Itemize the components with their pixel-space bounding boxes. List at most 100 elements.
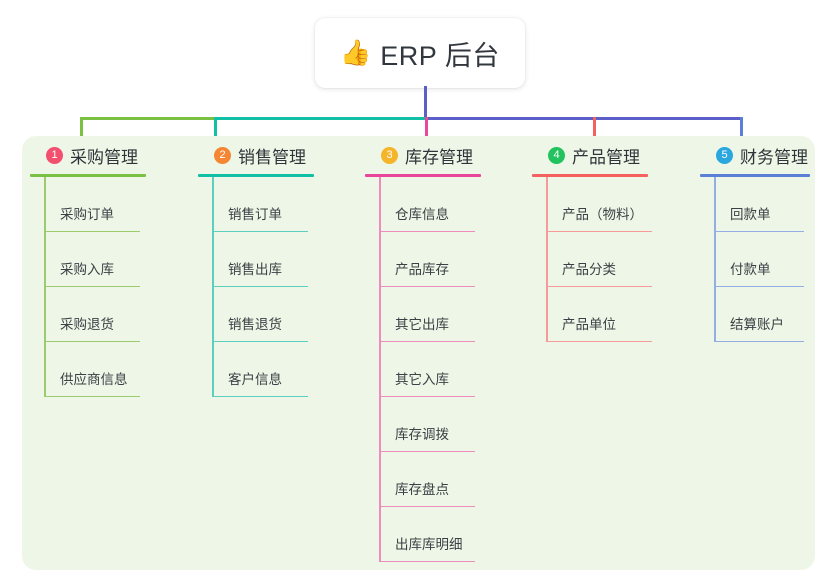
connector-trunk xyxy=(424,86,427,120)
column-badge-sales: 2 xyxy=(214,146,231,164)
list-item-rule xyxy=(546,285,652,287)
list-item-rule xyxy=(714,230,804,232)
list-item[interactable]: 销售订单 xyxy=(198,177,314,232)
list-item[interactable]: 仓库信息 xyxy=(365,177,481,232)
list-item-rule xyxy=(379,230,475,232)
column-badge-finance: 5 xyxy=(716,146,733,164)
list-item[interactable]: 库存盘点 xyxy=(365,452,481,507)
list-item-rule xyxy=(714,340,804,342)
connector-bus-teal xyxy=(214,117,425,120)
list-item[interactable]: 采购退货 xyxy=(30,287,146,342)
list-item[interactable]: 采购订单 xyxy=(30,177,146,232)
list-item-label: 其它出库 xyxy=(395,317,449,332)
list-item-rule xyxy=(44,395,140,397)
column-header-rule-finance xyxy=(700,174,810,177)
list-item-label: 付款单 xyxy=(730,262,771,277)
list-item[interactable]: 其它出库 xyxy=(365,287,481,342)
list-item-label: 客户信息 xyxy=(228,372,282,387)
list-item-label: 产品分类 xyxy=(562,262,616,277)
connector-drop-sales xyxy=(214,117,217,145)
list-item-label: 库存调拨 xyxy=(395,427,449,442)
list-item-rule xyxy=(44,230,140,232)
column-finance: 5 财务管理回款单付款单结算账户 xyxy=(700,142,810,342)
page-title: ERP 后台 xyxy=(380,40,500,71)
list-item-rule xyxy=(44,285,140,287)
list-item[interactable]: 库存调拨 xyxy=(365,397,481,452)
column-header-rule-product xyxy=(532,174,648,177)
list-item[interactable]: 采购入库 xyxy=(30,232,146,287)
list-item[interactable]: 产品库存 xyxy=(365,232,481,287)
list-item-rule xyxy=(379,340,475,342)
list-item-rule xyxy=(212,230,308,232)
list-item[interactable]: 供应商信息 xyxy=(30,342,146,397)
list-item-rule xyxy=(379,395,475,397)
list-item-label: 销售订单 xyxy=(228,207,282,222)
list-item-rule xyxy=(379,450,475,452)
list-item-rule xyxy=(212,285,308,287)
list-item-label: 出库库明细 xyxy=(395,537,463,552)
list-item-label: 结算账户 xyxy=(730,317,784,332)
connector-drop-inventory xyxy=(425,117,428,145)
root-node[interactable]: 👍 ERP 后台 xyxy=(315,18,525,88)
list-item[interactable]: 销售出库 xyxy=(198,232,314,287)
list-item-label: 销售出库 xyxy=(228,262,282,277)
list-item-rule xyxy=(379,285,475,287)
column-header-rule-inventory xyxy=(365,174,481,177)
column-spine-inventory xyxy=(379,177,381,562)
column-spine-finance xyxy=(714,177,716,342)
list-item[interactable]: 产品单位 xyxy=(532,287,652,342)
column-title-product: 产品管理 xyxy=(572,147,640,167)
list-item-label: 产品库存 xyxy=(395,262,449,277)
column-header-rule-sales xyxy=(198,174,314,177)
column-items-inventory: 仓库信息产品库存其它出库其它入库库存调拨库存盘点出库库明细 xyxy=(365,177,481,562)
list-item-label: 其它入库 xyxy=(395,372,449,387)
list-item-rule xyxy=(212,340,308,342)
connector-bus-blue xyxy=(425,117,740,120)
column-header-rule-purchase xyxy=(30,174,146,177)
connector-drop-finance xyxy=(740,117,743,145)
list-item-label: 采购订单 xyxy=(60,207,114,222)
column-title-finance: 财务管理 xyxy=(740,147,808,167)
list-item-rule xyxy=(379,560,475,562)
column-title-purchase: 采购管理 xyxy=(70,147,138,167)
list-item-label: 产品单位 xyxy=(562,317,616,332)
list-item-label: 供应商信息 xyxy=(60,372,128,387)
list-item-label: 库存盘点 xyxy=(395,482,449,497)
list-item[interactable]: 销售退货 xyxy=(198,287,314,342)
list-item-rule xyxy=(714,285,804,287)
column-header-finance[interactable]: 5 财务管理 xyxy=(700,142,810,168)
connector-drop-product xyxy=(593,117,596,145)
column-items-product: 产品（物料） 产品分类产品单位 xyxy=(532,177,652,342)
connector-bus-green xyxy=(80,117,214,120)
list-item-label: 销售退货 xyxy=(228,317,282,332)
list-item[interactable]: 付款单 xyxy=(700,232,810,287)
list-item-rule xyxy=(546,340,652,342)
list-item[interactable]: 产品（物料） xyxy=(532,177,652,232)
list-item-label: 仓库信息 xyxy=(395,207,449,222)
list-item[interactable]: 客户信息 xyxy=(198,342,314,397)
column-badge-inventory: 3 xyxy=(381,146,398,164)
column-spine-sales xyxy=(212,177,214,397)
list-item[interactable]: 回款单 xyxy=(700,177,810,232)
list-item[interactable]: 产品分类 xyxy=(532,232,652,287)
list-item-rule xyxy=(44,340,140,342)
list-item-label: 产品（物料） xyxy=(562,207,643,222)
list-item-rule xyxy=(379,505,475,507)
diagram-panel xyxy=(22,136,815,570)
list-item[interactable]: 其它入库 xyxy=(365,342,481,397)
list-item-label: 采购入库 xyxy=(60,262,114,277)
connector-drop-purchase xyxy=(80,117,83,145)
column-header-sales[interactable]: 2 销售管理 xyxy=(198,142,314,168)
list-item[interactable]: 出库库明细 xyxy=(365,507,481,562)
column-items-purchase: 采购订单采购入库采购退货供应商信息 xyxy=(30,177,146,397)
column-title-sales: 销售管理 xyxy=(238,147,306,167)
column-items-finance: 回款单付款单结算账户 xyxy=(700,177,810,342)
list-item[interactable]: 结算账户 xyxy=(700,287,810,342)
column-spine-purchase xyxy=(44,177,46,397)
list-item-label: 采购退货 xyxy=(60,317,114,332)
